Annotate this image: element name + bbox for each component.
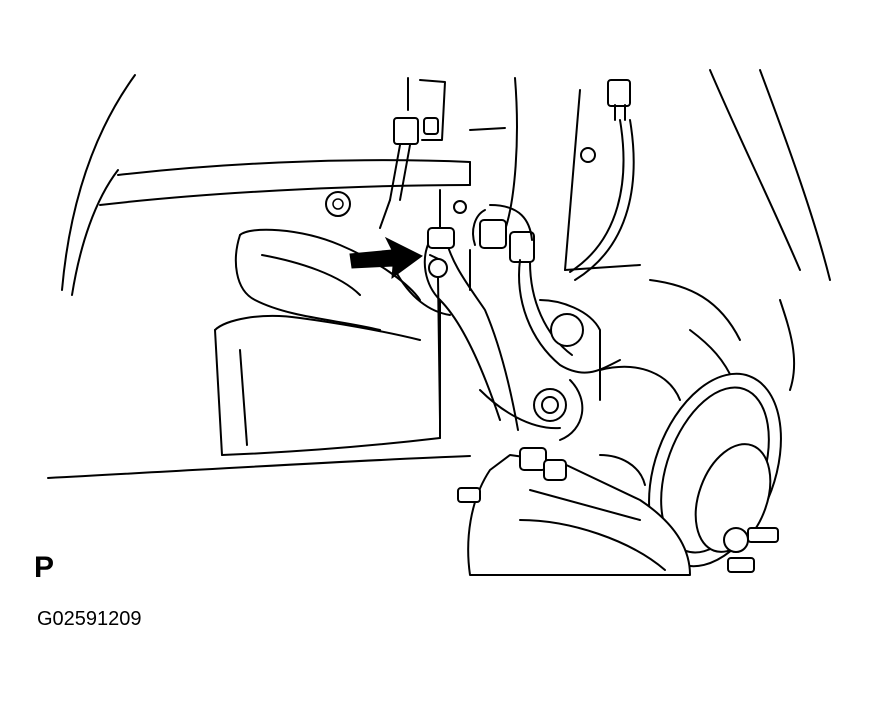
right-body-panel xyxy=(564,69,831,391)
strut-upper xyxy=(379,77,518,231)
pointer-arrow xyxy=(349,236,423,280)
brake-rotor xyxy=(648,372,782,573)
splash-shield xyxy=(214,228,451,456)
figure-id-label: G02591209 xyxy=(37,608,142,630)
brake-caliper xyxy=(457,447,691,576)
steering-knuckle xyxy=(479,279,741,441)
fender-arc xyxy=(61,74,136,296)
view-code-label: P xyxy=(34,551,55,584)
wheel-well-liner xyxy=(99,159,471,246)
body-edge-line xyxy=(47,455,471,479)
brake-hose-assembly xyxy=(423,204,621,431)
